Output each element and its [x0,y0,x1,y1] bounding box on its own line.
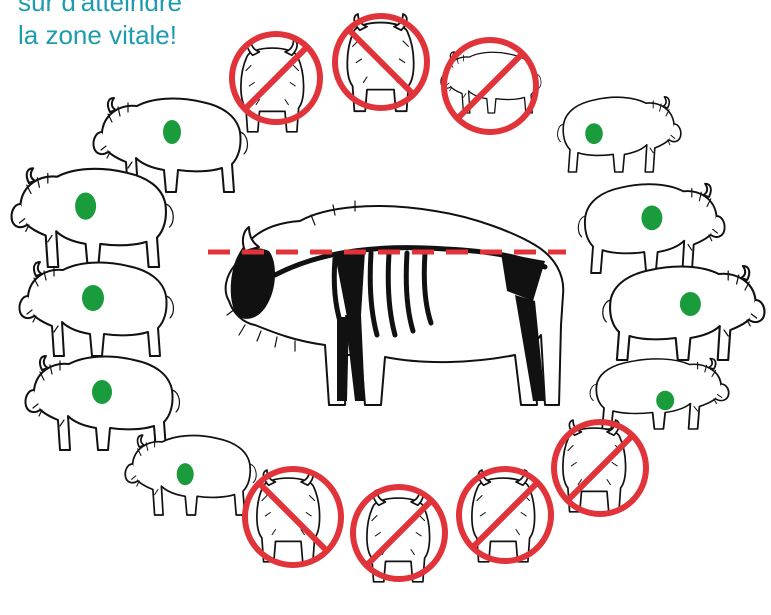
vital-zone-marker [177,463,194,485]
bison-prohibited-top-1 [232,34,320,132]
bison-allowed-2 [12,168,174,267]
bison-allowed-4 [25,356,179,450]
bison-prohibited-top-2 [335,14,427,111]
bison-prohibited-bottom-4 [554,420,646,514]
vital-zone-marker [585,123,603,144]
central-bison-skeleton [226,201,564,405]
bison-allowed-6 [558,97,681,172]
bison-allowed-7 [578,184,724,273]
bison-allowed-9 [590,359,729,430]
bison-allowed-5 [125,435,256,515]
vital-zone-marker [656,391,674,411]
bison-prohibited-bottom-1 [245,469,341,565]
bison-allowed-3 [19,262,173,356]
vital-zone-marker [641,206,662,231]
vital-zone-marker [680,292,701,316]
vital-zone-marker [75,192,96,219]
vital-zone-marker [92,380,112,404]
vital-zone-marker [82,285,104,311]
bison-prohibited-top-3 [441,40,541,132]
vital-zone-marker [163,120,181,144]
bison-prohibited-bottom-3 [459,469,551,562]
bison-allowed-8 [603,266,765,360]
bison-prohibited-bottom-2 [353,487,445,582]
